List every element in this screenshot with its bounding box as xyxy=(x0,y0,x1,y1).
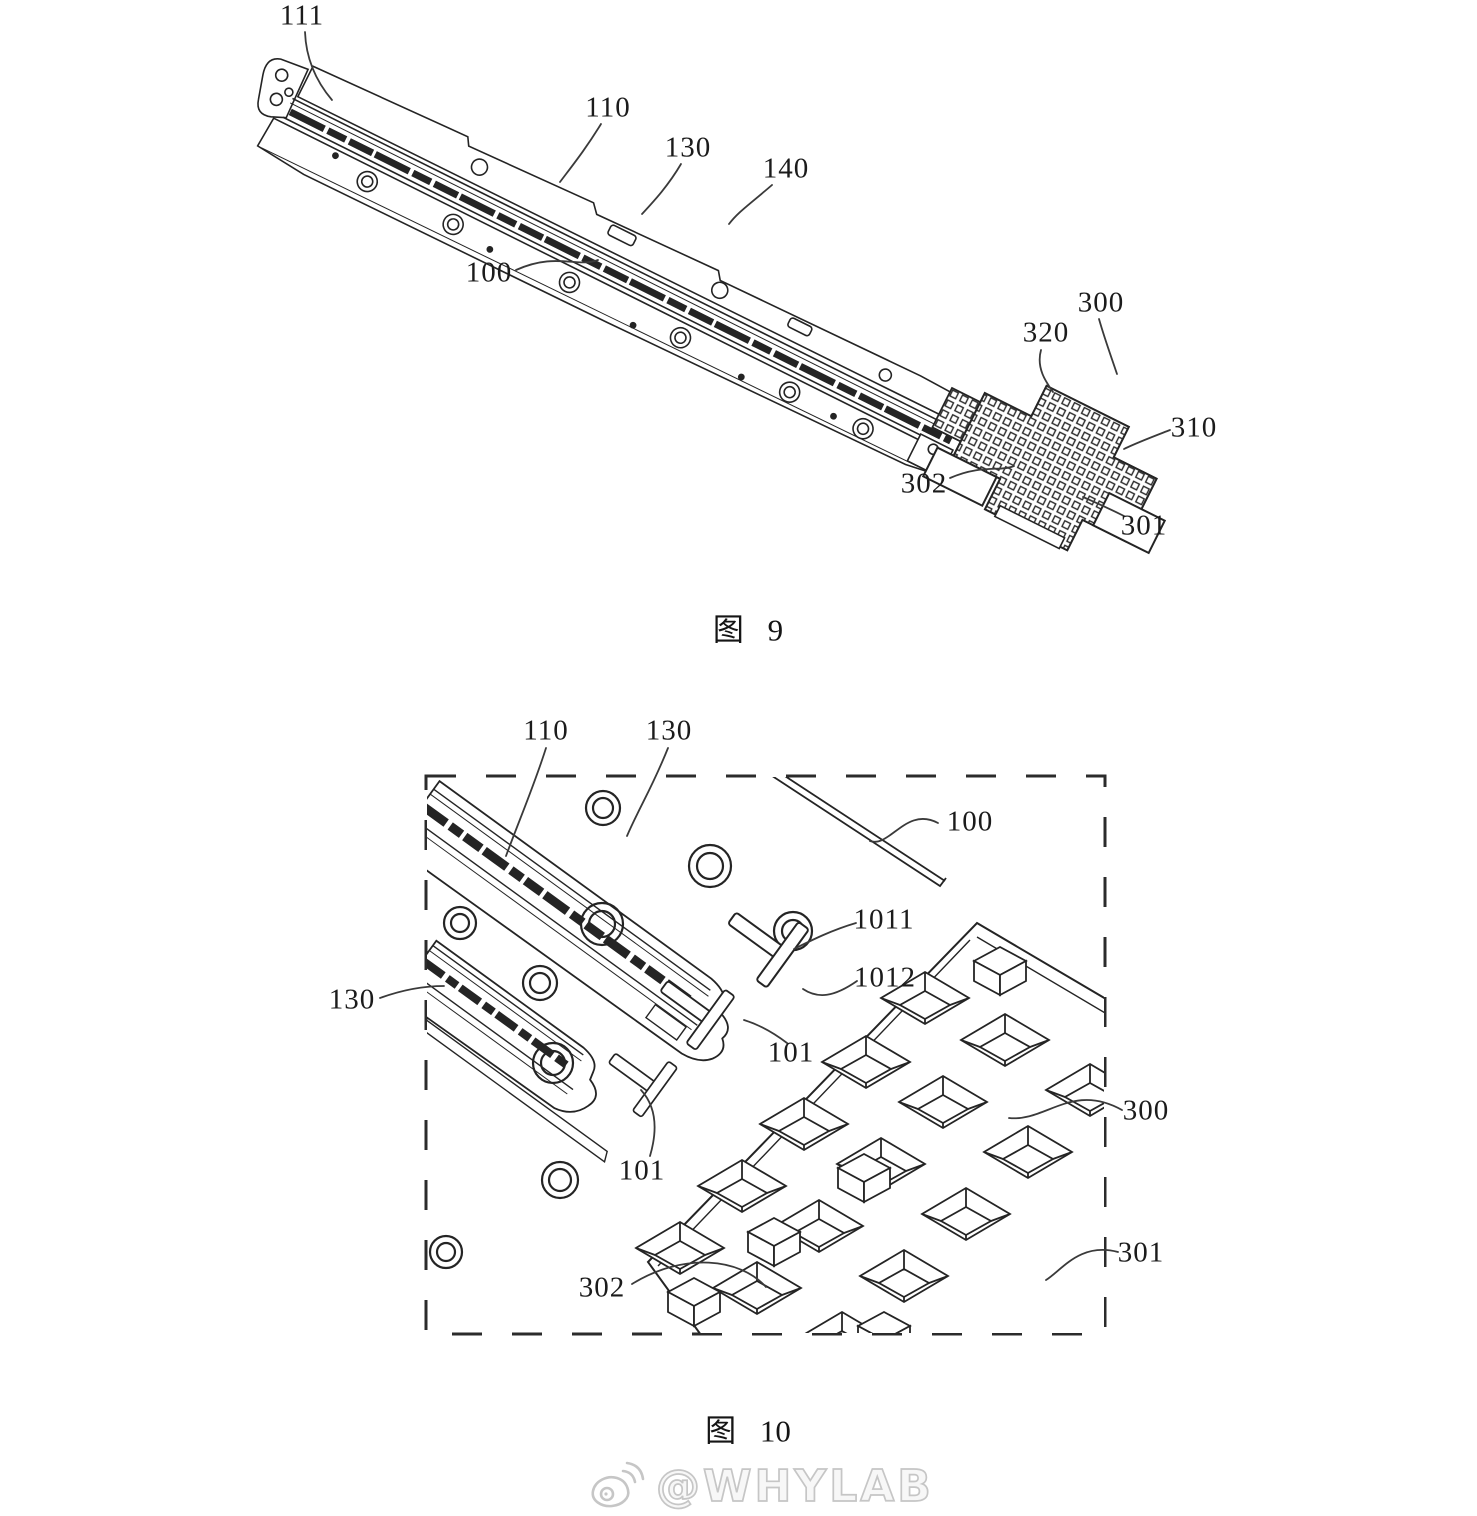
fig10-ring-holes xyxy=(428,789,814,1270)
fig9-ref-label-300: 300 xyxy=(1077,286,1125,319)
fig9-bottom-plate xyxy=(256,117,952,478)
fig10-ref-label-101-upper: 101 xyxy=(767,1036,815,1069)
fig9-ref-label-111: 111 xyxy=(279,0,325,32)
fig9-board-tip-301 xyxy=(993,504,1066,550)
fig10-leader-lines xyxy=(379,747,1123,1288)
watermark-text: @WHYLAB xyxy=(655,1460,934,1513)
fig10-ref-label-130-left: 130 xyxy=(328,983,376,1016)
fig10-dashed-boundary xyxy=(424,774,1107,1336)
fig9-dark-rail xyxy=(288,108,953,445)
watermark: @WHYLAB xyxy=(590,1456,934,1516)
fig9-ref-label-301: 301 xyxy=(1120,509,1168,542)
fig10-ref-label-110: 110 xyxy=(523,714,569,747)
fig9-ref-label-320: 320 xyxy=(1022,316,1070,349)
fig9-top-plate xyxy=(296,65,973,428)
fig10-ref-label-301: 301 xyxy=(1117,1236,1165,1269)
fig9-ref-label-110: 110 xyxy=(585,91,631,124)
fig10-rail-bar-lower xyxy=(427,939,608,1164)
fig9-flange-310 xyxy=(1091,491,1167,555)
fig9-screw-bosses xyxy=(332,152,874,440)
fig9-ref-label-310: 310 xyxy=(1170,411,1218,444)
fig10-clipped-art xyxy=(427,777,1104,1333)
fig10-pin-1011 xyxy=(709,887,810,989)
fig9-ref-label-302: 302 xyxy=(900,467,948,500)
figure10-drawing xyxy=(379,747,1123,1336)
fig10-ref-label-101-lower: 101 xyxy=(618,1154,666,1187)
fig10-ref-label-130-top: 130 xyxy=(645,714,693,747)
fig10-ref-label-300: 300 xyxy=(1122,1094,1170,1127)
fig9-ref-label-100: 100 xyxy=(465,256,513,289)
figure9-drawing xyxy=(256,31,1171,555)
fig9-flange-302 xyxy=(921,446,998,508)
fig9-rail-assembly xyxy=(256,57,973,479)
fig10-ref-label-100: 100 xyxy=(946,805,994,838)
fig10-ref-label-302: 302 xyxy=(578,1271,626,1304)
fig10-caption: 图 10 xyxy=(705,1413,791,1449)
fig10-pin-101-lower xyxy=(593,1032,679,1119)
fig9-leader-lines xyxy=(304,31,1171,517)
fig10-rod-100 xyxy=(772,777,947,888)
fig9-end-bracket xyxy=(257,57,310,119)
fig9-caption: 图 9 xyxy=(712,612,784,648)
fig10-perforated-board xyxy=(635,921,1104,1333)
fig10-ref-label-1012: 1012 xyxy=(854,961,916,994)
fig9-ref-label-130: 130 xyxy=(664,131,712,164)
fig10-rail-bar-upper xyxy=(427,779,729,1062)
fig10-ref-label-1011: 1011 xyxy=(853,903,915,936)
fig9-ref-label-140: 140 xyxy=(762,152,810,185)
weibo-icon xyxy=(591,1461,645,1508)
fig9-connector-board xyxy=(921,384,1167,555)
